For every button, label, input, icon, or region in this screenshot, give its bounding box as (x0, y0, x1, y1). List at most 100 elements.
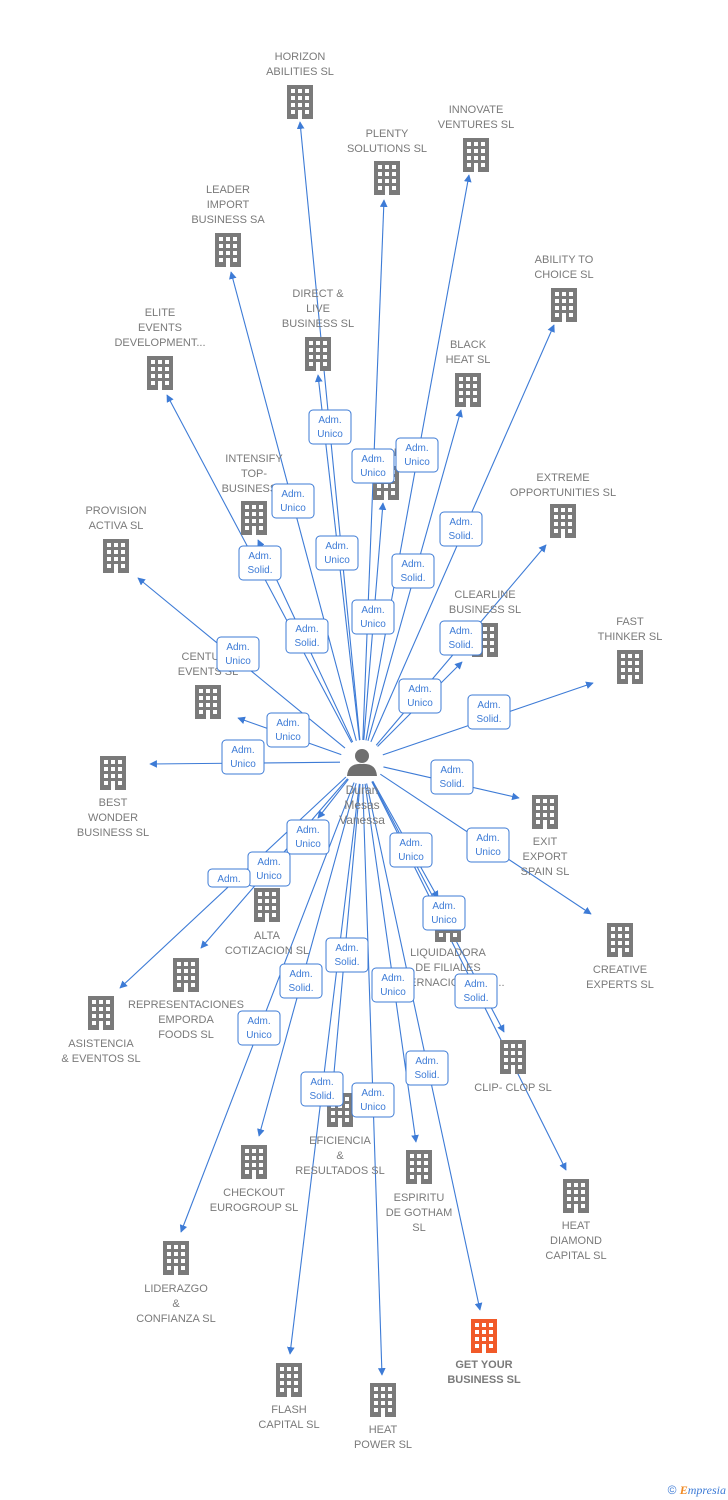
company-node-liderazgo[interactable]: LIDERAZGO&CONFIANZA SL (136, 1241, 216, 1325)
role-badge-elite[interactable]: Adm.Solid. (238, 545, 282, 581)
role-badge-flash[interactable]: Adm.Solid. (300, 1071, 344, 1107)
role-badge-extreme[interactable]: Adm.Solid. (439, 620, 483, 656)
role-badge-exit[interactable]: Adm.Solid. (430, 759, 474, 795)
badge-box (300, 1071, 344, 1107)
badge-box (285, 618, 329, 654)
role-badge-checkout[interactable]: Adm.Solid. (279, 963, 323, 999)
badge-text: Adm. (464, 979, 487, 990)
company-node-clip[interactable]: CLIP- CLOP SL (474, 1040, 552, 1094)
brand-logo[interactable]: Empresia (680, 1483, 726, 1497)
badge-text: Adm. (325, 541, 348, 552)
edge-flash (287, 783, 360, 1355)
company-node-asistencia[interactable]: ASISTENCIA& EVENTOS SL (61, 996, 141, 1065)
role-badge-black[interactable]: Adm.Solid. (391, 553, 435, 589)
company-node-intensify[interactable]: INTENSIFYTOP-BUSINESS... (222, 453, 287, 535)
role-badge-intensify[interactable]: Adm.Solid. (285, 618, 329, 654)
role-badge-getyour[interactable]: Adm.Solid. (405, 1050, 449, 1086)
badge-box (286, 819, 330, 855)
role-badge-provision[interactable]: Adm.Unico (216, 636, 260, 672)
building-icon (241, 1145, 267, 1179)
badge-box (467, 694, 511, 730)
company-label: PROVISION (85, 505, 146, 517)
company-label: EFICIENCIA (309, 1135, 371, 1147)
company-label: RESULTADOS SL (295, 1165, 384, 1177)
role-badge-creative[interactable]: Adm.Unico (466, 827, 510, 863)
company-label: EVENTS (138, 322, 182, 334)
badge-text: Unico (275, 732, 301, 743)
badge-text: Unico (360, 1102, 386, 1113)
badge-text: Unico (324, 555, 350, 566)
role-badge-horizon[interactable]: Adm.Unico (308, 409, 352, 445)
role-badge-liderazgo[interactable]: Adm.Unico (237, 1010, 281, 1046)
company-label: BUSINESS SL (282, 318, 354, 330)
role-badge-clip[interactable]: Adm.Unico (422, 895, 466, 931)
role-badge-innovate[interactable]: Adm.Unico (395, 437, 439, 473)
role-badge-heatpower[interactable]: Adm.Unico (351, 1082, 395, 1118)
badge-box (389, 832, 433, 868)
badge-box (266, 712, 310, 748)
role-badge-liquidadora[interactable]: Adm.Unico (389, 832, 433, 868)
role-badge-posibil[interactable]: Adm.Unico (351, 599, 395, 635)
badge-box (405, 1050, 449, 1086)
building-icon (370, 1383, 396, 1417)
role-badge-heatdiamond[interactable]: Adm.Solid. (454, 973, 498, 1009)
edge-alta (317, 778, 349, 819)
building-icon (215, 233, 241, 267)
role-badge-best[interactable]: Adm.Unico (221, 739, 265, 775)
badge-box (351, 599, 395, 635)
company-label: BLACK (450, 339, 487, 351)
company-label: DE GOTHAM (386, 1207, 453, 1219)
badge-text: Adm. (217, 874, 240, 885)
role-badge-representaciones[interactable]: Adm.Unico (247, 851, 291, 887)
badge-text: Solid. (400, 573, 425, 584)
role-badge-ability[interactable]: Adm.Solid. (439, 511, 483, 547)
company-label: ESPIRITU (394, 1192, 445, 1204)
company-node-elite[interactable]: ELITEEVENTSDEVELOPMENT... (114, 307, 206, 390)
role-badge-clearline[interactable]: Adm.Unico (398, 678, 442, 714)
role-badge-leader[interactable]: Adm.Unico (271, 483, 315, 519)
badge-text: Unico (431, 915, 457, 926)
badge-box (466, 827, 510, 863)
role-badge-asistencia[interactable]: Adm. (207, 868, 251, 888)
role-badge-alta[interactable]: Adm.Unico (286, 819, 330, 855)
company-label: CHOICE SL (534, 269, 593, 281)
role-badge-direct[interactable]: Adm. Unico (315, 535, 359, 571)
role-badge-eficiencia[interactable]: Adm.Solid. (325, 937, 369, 973)
role-badge-espiritu[interactable]: Adm.Unico (371, 967, 415, 1003)
company-label: ASISTENCIA (68, 1038, 134, 1050)
role-badge-fast[interactable]: Adm.Solid. (467, 694, 511, 730)
building-icon (500, 1040, 526, 1074)
company-label: CLEARLINE (454, 589, 515, 601)
badge-text: Adm. (415, 1056, 438, 1067)
company-label: VENTURES SL (438, 119, 514, 131)
role-badge-century[interactable]: Adm.Unico (266, 712, 310, 748)
role-badge-plenty[interactable]: Adm.Unico (351, 448, 395, 484)
badge-text: Adm. (440, 765, 463, 776)
building-icon (563, 1179, 589, 1213)
company-label: FLASH (271, 1404, 307, 1416)
company-node-eficiencia[interactable]: EFICIENCIA&RESULTADOS SL (295, 1093, 385, 1177)
